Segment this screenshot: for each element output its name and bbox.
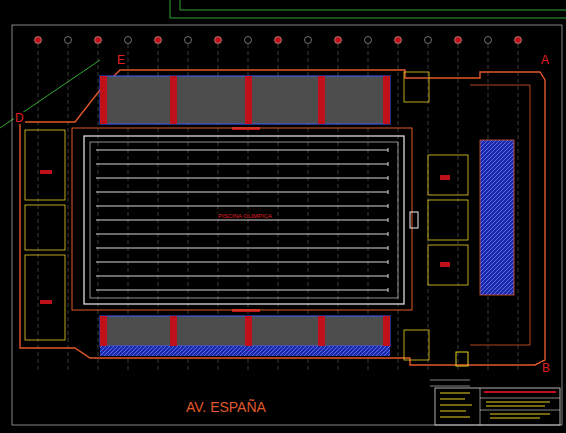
pool-area: PISCINA OLIMPICA	[190, 208, 300, 224]
section-letter: D	[14, 112, 25, 124]
section-letter: B	[541, 362, 551, 374]
pool-label: PISCINA OLIMPICA	[216, 213, 274, 219]
section-letter: A	[540, 54, 550, 66]
section-letter: E	[116, 54, 126, 66]
street-name: AV. ESPAÑA	[185, 400, 267, 414]
